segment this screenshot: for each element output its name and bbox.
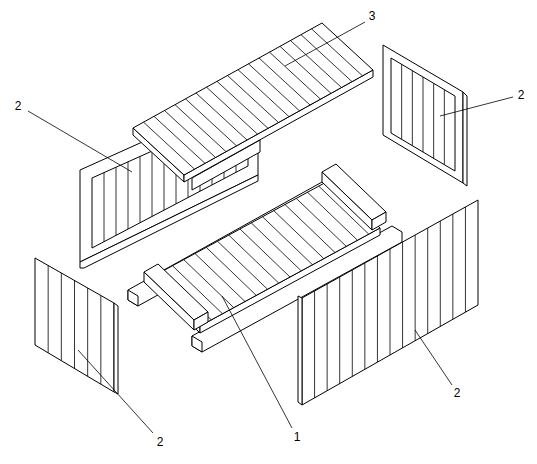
- board-line: [270, 52, 321, 99]
- board-line: [314, 291, 315, 398]
- board-line: [175, 105, 226, 152]
- board-line: [444, 90, 445, 165]
- board-line: [196, 93, 247, 140]
- board-line: [452, 214, 453, 319]
- board-line: [440, 221, 441, 326]
- board-line: [48, 266, 49, 353]
- callout-number: 2: [156, 435, 165, 449]
- board-line: [401, 64, 402, 139]
- board-line: [301, 35, 352, 82]
- board-line: [259, 58, 310, 105]
- board-line: [291, 41, 342, 88]
- callout-number: 1: [293, 430, 302, 444]
- end-panel: [35, 258, 118, 394]
- end-panel: [383, 45, 467, 186]
- board-line: [144, 122, 195, 169]
- board-line: [74, 281, 75, 369]
- board-line: [217, 81, 268, 128]
- board-line: [339, 277, 340, 384]
- board-line: [87, 288, 88, 376]
- board-line: [152, 151, 153, 216]
- side-panel: [298, 200, 478, 405]
- board-line: [423, 77, 424, 152]
- callout-number: 2: [517, 88, 526, 102]
- callout-number: 3: [368, 9, 377, 23]
- board-line: [465, 207, 466, 312]
- board-line: [249, 64, 300, 111]
- board-line: [364, 263, 365, 369]
- board-line: [377, 256, 378, 362]
- board-line: [412, 71, 413, 146]
- board-line: [238, 70, 289, 117]
- board-line: [154, 116, 205, 163]
- board-line: [186, 99, 237, 146]
- board-line: [280, 46, 331, 93]
- board-line: [433, 83, 434, 158]
- leader-lines: [28, 22, 513, 433]
- board-line: [427, 228, 428, 334]
- board-line: [140, 156, 141, 222]
- board-line: [352, 270, 353, 376]
- board-line: [128, 162, 129, 229]
- board-line: [327, 284, 328, 391]
- board-line: [390, 249, 391, 355]
- board-line: [228, 76, 279, 123]
- board-line: [312, 29, 363, 76]
- board-line: [116, 167, 117, 235]
- board-line: [100, 296, 101, 385]
- board-line: [402, 242, 403, 348]
- board-line: [415, 235, 416, 341]
- board-line: [61, 273, 62, 361]
- callout-number: 2: [14, 99, 23, 113]
- board-line: [165, 111, 216, 158]
- board-line: [207, 87, 258, 134]
- callout-number: 2: [453, 386, 462, 400]
- board-line: [104, 173, 105, 242]
